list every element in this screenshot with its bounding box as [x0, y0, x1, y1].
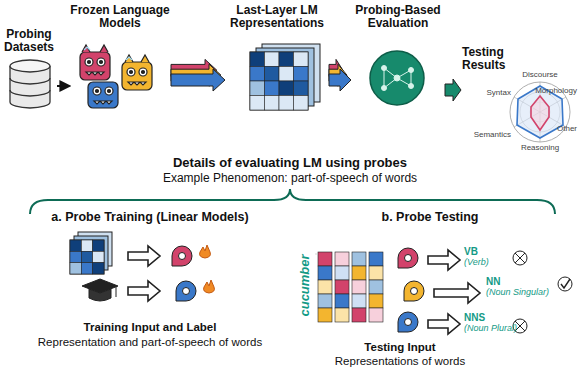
text-label: Morphology [535, 86, 577, 95]
database-icon [10, 60, 50, 108]
flow-arrow [171, 59, 225, 91]
text-label: NNS [464, 312, 485, 324]
matrix-cell [279, 52, 294, 67]
arrow-shape [329, 69, 351, 91]
matrix-cell [70, 251, 81, 262]
matrix-cell [265, 52, 280, 67]
representation-matrices [250, 44, 320, 110]
matrix-cell [265, 96, 280, 111]
training-illustration [70, 232, 214, 301]
matrix-cell [250, 81, 265, 96]
matrix-cell [335, 308, 349, 322]
matrix-cell [294, 81, 309, 96]
testing-illustration [316, 248, 572, 334]
arrow-shape [445, 79, 461, 101]
text-label: a. Probe Training (Linear Models) [51, 210, 248, 224]
matrix-cell [335, 252, 349, 266]
text-label: Semantics [474, 130, 511, 139]
matrix-cell [70, 240, 81, 251]
stage-group: Probing Datasets [2, 28, 56, 112]
text-label: NN [486, 276, 500, 288]
text-label: Reasoning [521, 143, 559, 152]
matrix-cell [250, 67, 265, 82]
matrix-cell [318, 294, 332, 308]
matrix-cell [352, 252, 366, 266]
text-label: VB [464, 246, 478, 258]
text-label: Representations of words [335, 355, 465, 368]
example-word: cucumber [298, 254, 313, 316]
text-label: (Verb) [464, 257, 489, 267]
text-label: (Noun Singular) [486, 287, 549, 297]
matrix-cell [352, 266, 366, 280]
text-label: Testing Input [364, 341, 435, 354]
frozen-model-icons [80, 45, 152, 108]
matrix-cell [352, 294, 366, 308]
text-label: Syntax [487, 88, 511, 97]
text-label: Example Phenomenon: part-of-speech of wo… [163, 172, 417, 186]
matrix-cell [81, 251, 92, 262]
matrix-cell [369, 252, 383, 266]
matrix-cell [318, 252, 332, 266]
stage-group: Frozen Language Models [70, 4, 170, 112]
matrix-cell [318, 308, 332, 322]
text-label: Training Input and Label [84, 321, 217, 334]
matrix-cell [93, 263, 104, 274]
matrix-cell [279, 67, 294, 82]
matrix-cell [294, 67, 309, 82]
matrix-cell [352, 308, 366, 322]
stage-heading: Frozen Language Models [70, 4, 170, 30]
matrix-cell [279, 96, 294, 111]
stage-group: Last-Layer LM Representations [226, 4, 328, 112]
text-label: Discourse [522, 70, 558, 79]
matrix-cell [335, 266, 349, 280]
arrow-line [57, 85, 69, 87]
flow-arrow [57, 86, 69, 87]
matrix-cell [369, 280, 383, 294]
matrix-cell [250, 52, 265, 67]
stage-heading: Probing Datasets [2, 28, 56, 54]
matrix-cell [93, 240, 104, 251]
text-label: Other [557, 124, 577, 133]
matrix-cell [265, 81, 280, 96]
matrix-cell [265, 67, 280, 82]
matrix-cell [294, 52, 309, 67]
text-label: (Noun Plural) [464, 323, 517, 333]
text-label: Details of evaluating LM using probes [173, 156, 407, 171]
arrow-shape [171, 69, 225, 91]
matrix-cell [81, 263, 92, 274]
matrix-cell [369, 308, 383, 322]
stage-group: Probing-Based Evaluation [352, 4, 444, 112]
matrix-cell [318, 266, 332, 280]
matrix-cell [279, 81, 294, 96]
matrix-cell [294, 96, 309, 111]
text-label: b. Probe Testing [382, 210, 479, 224]
matrix-cell [352, 280, 366, 294]
matrix-cell [369, 266, 383, 280]
matrix-cell [335, 294, 349, 308]
matrix-cell [93, 251, 104, 262]
matrix-cell [316, 254, 317, 255]
matrix-cell [318, 280, 332, 294]
matrix-cell [250, 96, 265, 111]
matrix-cell [335, 280, 349, 294]
flow-arrow [445, 79, 461, 101]
stage-heading: Testing Results [462, 46, 514, 72]
matrix-cell [369, 294, 383, 308]
matrix-cell [81, 240, 92, 251]
flow-arrow [329, 59, 351, 91]
stage-heading: Probing-Based Evaluation [352, 4, 444, 30]
text-label: Representation and part-of-speech of wor… [38, 336, 262, 349]
probe-evaluator-icon [370, 51, 424, 105]
matrix-cell [70, 263, 81, 274]
stage-heading: Last-Layer LM Representations [226, 4, 328, 30]
